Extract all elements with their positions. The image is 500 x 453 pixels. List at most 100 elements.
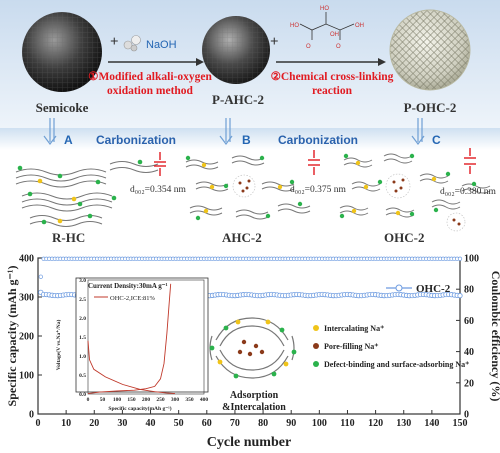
label-c: C: [432, 133, 441, 147]
citric-acid-structure: [299, 12, 355, 40]
svg-text:O: O: [336, 44, 341, 50]
y-tick-label-left: 0: [29, 410, 34, 421]
inset-y-tick-label: 0.5: [79, 373, 86, 379]
citric-acid-atoms: HO HO OH O O OH: [290, 6, 364, 50]
d002-label-c: d₀₀₂=0.380 nm: [440, 187, 497, 197]
x-tick-label: 80: [258, 418, 268, 429]
inset-x-tick-label: 400: [200, 397, 209, 403]
y-tick-label-right: 100: [464, 254, 479, 265]
plus-sign-1: +: [110, 34, 119, 50]
semicoke-label: Semicoke: [36, 100, 89, 115]
p-ohc2-sphere: [389, 9, 471, 91]
y-tick-label-right: 60: [464, 316, 474, 327]
inset-legend-label: OHC-2,ICE:81%: [110, 295, 156, 302]
y-tick-label-left: 200: [19, 332, 34, 343]
inset-x-tick-label: 0: [87, 397, 90, 403]
svg-text:OH: OH: [330, 32, 339, 38]
y-tick-label-left: 100: [19, 371, 34, 382]
rhc-structure: [15, 159, 159, 228]
inset-legend: OHC-2,ICE:81%: [94, 295, 156, 302]
inset-x-tick-label: 200: [142, 397, 151, 403]
inset-y-tick-label: 2.0: [79, 316, 86, 322]
mechanism-label-line-2: &Intercalation: [222, 402, 286, 413]
x-tick-label: 120: [368, 418, 383, 429]
carbonization-label-2: Carbonization: [278, 133, 358, 147]
arrow-step-1: [108, 58, 204, 66]
carbonization-label-1: Carbonization: [96, 133, 176, 147]
x-tick-label: 40: [146, 418, 156, 429]
x-tick-label: 90: [286, 418, 296, 429]
x-tick-label: 110: [340, 418, 354, 429]
x-tick-label: 100: [312, 418, 327, 429]
x-tick-label: 150: [453, 418, 468, 429]
inset-charge-curve: [87, 283, 172, 395]
x-tick-label: 60: [202, 418, 212, 429]
arrow-step-2: [276, 58, 386, 66]
y-tick-label-right: 0: [464, 410, 469, 421]
inset-y-tick-label: 0.0: [79, 392, 86, 398]
chart-legend: OHC-2: [386, 283, 451, 295]
legend-pore-filling: Pore-filling Na⁺: [324, 342, 379, 351]
y-axis-label-right: Coulombic efficiency (%): [489, 271, 500, 402]
naoh-label: NaOH: [146, 39, 177, 51]
legend-label-ohc2: OHC-2: [416, 283, 451, 295]
rhc-label: R-HC: [52, 230, 85, 245]
down-arrow-c: [411, 118, 425, 145]
inset-x-tick-label: 50: [100, 397, 106, 403]
inset-x-tick-label: 350: [185, 397, 194, 403]
svg-text:HO: HO: [320, 6, 329, 12]
p-ahc2-sphere: [202, 16, 270, 84]
d002-marker-a: [154, 152, 166, 176]
x-tick-label: 20: [89, 418, 99, 429]
ahc2-pore: [232, 174, 256, 198]
d002-marker-c: [464, 148, 476, 174]
x-tick-label: 140: [424, 418, 439, 429]
down-arrow-a: [43, 118, 57, 145]
plus-sign-2: +: [270, 34, 279, 50]
intercalating-dot: [313, 325, 319, 331]
mechanism-label-line-1: Adsorption: [230, 390, 279, 401]
y-tick-label-left: 300: [19, 293, 34, 304]
x-tick-label: 130: [396, 418, 411, 429]
label-a: A: [64, 133, 73, 147]
inset-x-tick-label: 100: [113, 397, 122, 403]
inset-y-tick-label: 3.0: [79, 278, 86, 284]
svg-text:OH: OH: [355, 23, 364, 29]
y-tick-label-left: 400: [19, 254, 34, 265]
ahc2-structure: [185, 155, 311, 221]
d002-label-b: d₀₀₂=0.375 nm: [290, 185, 347, 195]
y-tick-label-right: 40: [464, 347, 474, 358]
step-2-label-line-1: ②Chemical cross-linking: [271, 70, 394, 83]
svg-text:HO: HO: [290, 23, 299, 29]
legend-defect: Defect-binding and surface-adsorbing Na⁺: [324, 360, 469, 369]
x-tick-label: 10: [61, 418, 71, 429]
capacity-point: [457, 293, 463, 299]
middle-band: [0, 128, 500, 150]
ce-point: [38, 274, 43, 279]
d002-marker-b: [308, 150, 320, 175]
inset-x-tick-label: 150: [127, 397, 136, 403]
d002-label-a: d₀₀₂=0.354 nm: [130, 185, 187, 195]
inset-y-label: Voltage(V vs.Na⁺/Na): [55, 320, 62, 371]
inset-x-label: Specific capacity(mAh g⁻¹): [108, 405, 171, 412]
p-ohc2-label: P-OHC-2: [404, 100, 457, 115]
naoh-molecule-icon: [123, 35, 141, 52]
inset-series: [87, 283, 176, 395]
semicoke-sphere: [22, 12, 102, 92]
p-ahc2-label: P-AHC-2: [212, 92, 264, 107]
legend-intercalating: Intercalating Na⁺: [324, 324, 384, 333]
ohc2-pores: [385, 173, 466, 232]
inset-y-tick-label: 1.5: [79, 335, 86, 341]
x-tick-label: 50: [174, 418, 184, 429]
ohc2-label: OHC-2: [384, 230, 424, 245]
inset-x-tick-label: 250: [156, 397, 165, 403]
inset-y-tick-label: 2.5: [79, 297, 86, 303]
y-axis-label-left: Specific capacity (mAh g⁻¹): [5, 266, 19, 407]
step-1-label-line-1: ①Modified alkali-oxygen: [88, 70, 212, 83]
y-tick-label-right: 20: [464, 378, 474, 389]
label-b: B: [242, 133, 251, 147]
svg-text:O: O: [306, 44, 311, 50]
